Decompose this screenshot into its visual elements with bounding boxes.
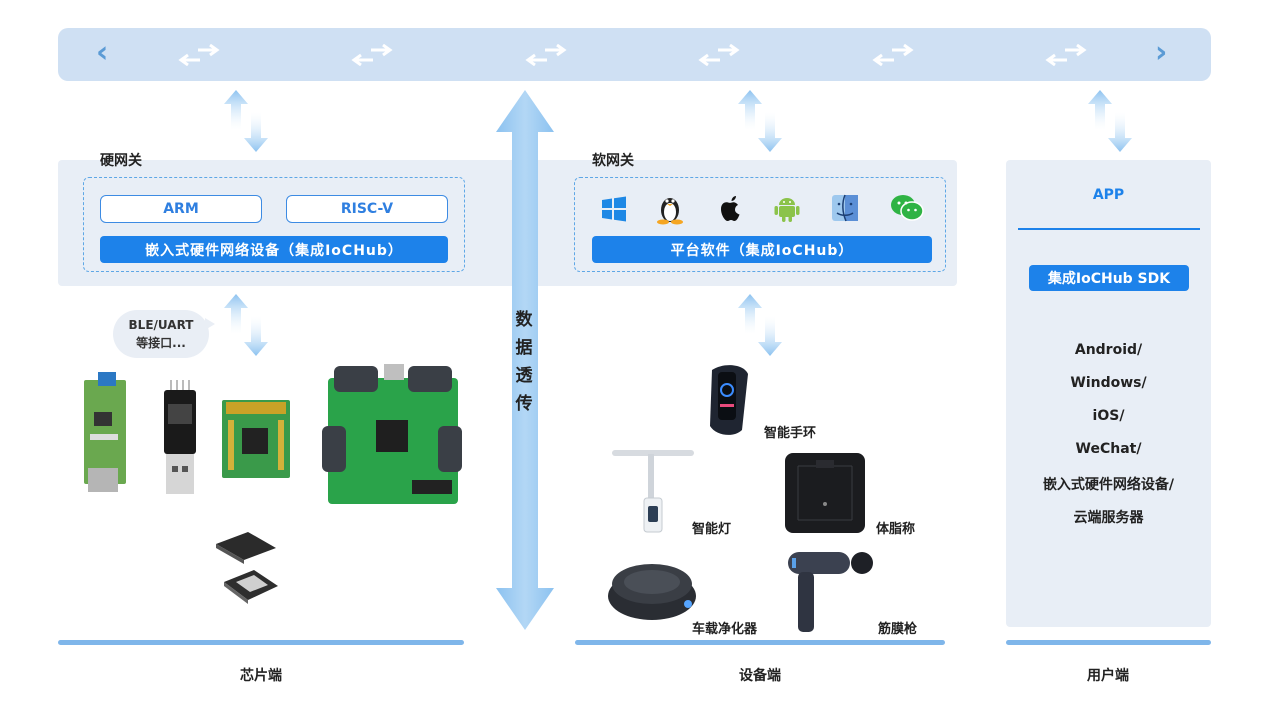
- app-divider: [1018, 228, 1200, 230]
- data-passthrough-label: 数据透传: [515, 310, 533, 414]
- smart-lamp-label: 智能灯: [692, 522, 732, 537]
- user-side-label: 用户端: [1087, 668, 1129, 684]
- arm-button[interactable]: ARM: [100, 195, 262, 223]
- platform-android: Android/: [1074, 342, 1143, 358]
- bidirectional-arrow-icon: [224, 90, 268, 152]
- chip-side-base: [58, 640, 464, 645]
- device-side-label: 设备端: [739, 668, 781, 684]
- riscv-button[interactable]: RISC-V: [286, 195, 448, 223]
- apple-icon: [721, 196, 740, 221]
- usb-dongle-image: [164, 380, 196, 494]
- platform-ios: iOS/: [1092, 408, 1125, 424]
- linux-icon: [657, 198, 683, 225]
- car-purifier-image: [608, 564, 696, 620]
- android-icon: [774, 198, 800, 222]
- finder-icon: [832, 194, 858, 222]
- bubble-line-1: BLE/UART: [128, 318, 194, 332]
- hardware-gateway-title: 硬网关: [100, 153, 142, 169]
- bidirectional-arrow-icon: [738, 294, 782, 356]
- wechat-icon: [891, 195, 924, 221]
- user-side-base: [1006, 640, 1211, 645]
- chevron-right-icon[interactable]: ›: [1155, 35, 1168, 70]
- sdk-button[interactable]: 集成IoCHub SDK: [1029, 265, 1189, 291]
- interface-bubble: BLE/UART 等接口...: [113, 310, 215, 358]
- swap-arrows-icon: [178, 44, 220, 66]
- body-fat-scale-image: [785, 453, 865, 533]
- dev-board-image: [322, 364, 462, 504]
- hardware-gateway-panel: [58, 160, 472, 286]
- windows-icon: [602, 196, 626, 222]
- bidirectional-arrow-icon: [224, 294, 268, 356]
- platform-software-button[interactable]: 平台软件（集成IoCHub）: [592, 236, 932, 263]
- device-side-base: [575, 640, 945, 645]
- smart-band-image: [710, 365, 748, 435]
- swap-arrows-icon: [525, 44, 567, 66]
- platform-cloud: 云端服务器: [1073, 510, 1144, 526]
- swap-arrows-icon: [872, 44, 914, 66]
- swap-arrows-icon: [698, 44, 740, 66]
- embedded-device-button[interactable]: 嵌入式硬件网络设备（集成IoCHub）: [100, 236, 448, 263]
- platform-windows: Windows/: [1070, 375, 1147, 391]
- software-gateway-title: 软网关: [592, 153, 634, 169]
- bidirectional-arrow-icon: [1088, 90, 1132, 152]
- ble-module-image: [222, 400, 290, 478]
- chevron-left-icon[interactable]: ‹: [96, 35, 109, 70]
- data-passthrough-arrow-icon: [496, 90, 554, 630]
- gateway-board-image: [84, 372, 126, 492]
- platform-wechat: WeChat/: [1075, 441, 1142, 457]
- swap-arrows-icon: [1045, 44, 1087, 66]
- chip-side-label: 芯片端: [240, 668, 282, 684]
- car-purifier-label: 车载净化器: [692, 622, 758, 637]
- smart-lamp-image: [612, 450, 694, 533]
- massage-gun-image: [788, 552, 873, 632]
- software-gateway-panel: [472, 160, 957, 286]
- bidirectional-arrow-icon: [738, 90, 782, 152]
- platform-embedded: 嵌入式硬件网络设备/: [1042, 477, 1175, 493]
- data-bus-bar: ‹ ›: [58, 28, 1211, 81]
- swap-arrows-icon: [351, 44, 393, 66]
- app-label: APP: [1092, 187, 1125, 203]
- massage-gun-label: 筋膜枪: [878, 622, 918, 637]
- smart-band-label: 智能手环: [764, 426, 817, 441]
- software-gateway-box: [574, 177, 946, 272]
- bubble-line-2: 等接口...: [136, 336, 186, 350]
- hardware-gateway-box: [83, 177, 465, 272]
- user-app-panel: [1006, 160, 1211, 627]
- chip-image: [216, 532, 278, 604]
- body-fat-scale-label: 体脂称: [876, 522, 916, 537]
